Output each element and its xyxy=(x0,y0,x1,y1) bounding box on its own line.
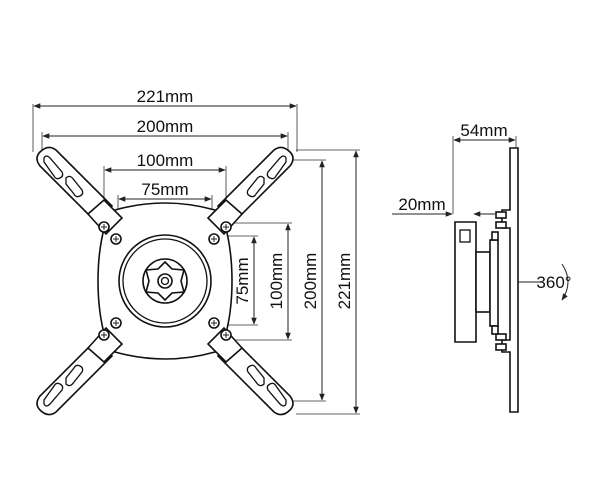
dim-height-200: 200mm xyxy=(290,159,326,402)
label-offset: 20mm xyxy=(398,195,445,214)
label-rotation: 360° xyxy=(536,273,571,292)
dim-width-200: 200mm xyxy=(41,117,289,152)
vesa-plate xyxy=(501,147,519,413)
label-height-100: 100mm xyxy=(267,253,286,310)
side-view: 54mm 20mm 360° xyxy=(392,121,572,413)
pivot-block xyxy=(475,251,491,313)
label-width-75: 75mm xyxy=(141,180,188,199)
dim-depth-54: 54mm xyxy=(452,121,517,214)
label-height-221: 221mm xyxy=(335,253,354,310)
arm-top-left xyxy=(36,146,124,236)
arm-bottom-left xyxy=(36,326,124,416)
wall-plate xyxy=(454,221,477,343)
label-width-221: 221mm xyxy=(137,87,194,106)
label-height-200: 200mm xyxy=(301,253,320,310)
front-view: 221mm 200mm 100mm 75mm 75mm xyxy=(32,87,360,416)
dim-width-221: 221mm xyxy=(32,87,298,152)
pivot-plate xyxy=(489,239,499,327)
dim-height-75: 75mm xyxy=(228,235,258,326)
label-width-200: 200mm xyxy=(137,117,194,136)
screw-heads xyxy=(98,221,232,341)
wall-plate-slot-top xyxy=(459,229,471,243)
arm-bottom-right xyxy=(206,326,294,416)
label-width-100: 100mm xyxy=(137,151,194,170)
label-height-75: 75mm xyxy=(233,257,252,304)
rotation-arrow xyxy=(561,263,569,301)
dim-width-75: 75mm xyxy=(117,180,213,215)
side-screws xyxy=(491,211,507,351)
dim-height-221: 221mm xyxy=(296,149,360,415)
dim-offset-20: 20mm xyxy=(392,195,495,217)
label-depth: 54mm xyxy=(460,121,507,140)
rotating-hub xyxy=(118,234,212,328)
arm-top-right xyxy=(206,146,294,236)
